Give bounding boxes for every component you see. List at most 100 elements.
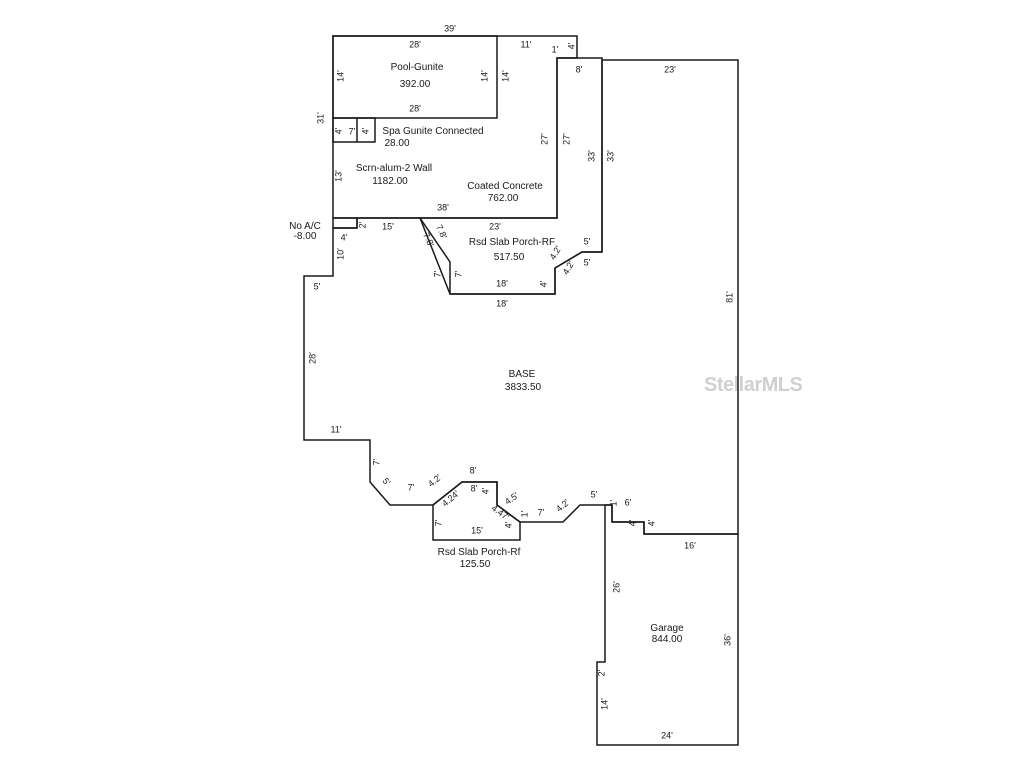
dim-label: 7': [433, 519, 443, 526]
no-ac-outline: [332, 217, 358, 229]
svg-text:Rsd Slab Porch-RF: Rsd Slab Porch-RF: [469, 237, 555, 248]
dim-label: 14': [335, 70, 345, 82]
dim-label: 7.8': [421, 231, 436, 248]
area-label-porch-rf2: Rsd Slab Porch-Rf 125.50: [438, 547, 521, 570]
dim-label: 1': [519, 510, 529, 517]
dim-label: 4': [333, 127, 343, 134]
dim-label: 4': [360, 127, 370, 134]
dim-label: 5': [584, 236, 591, 246]
dim-label: 4': [627, 519, 637, 526]
dim-label: 27': [561, 133, 571, 145]
area-label-garage: Garage 844.00: [650, 623, 684, 645]
dim-label: 81': [724, 291, 734, 303]
garage-outline: [596, 504, 739, 746]
svg-text:BASE: BASE: [509, 369, 536, 380]
svg-text:3833.50: 3833.50: [505, 382, 542, 393]
svg-text:Coated Concrete: Coated Concrete: [467, 181, 543, 192]
dim-label: 1': [608, 499, 618, 506]
dim-label: 7': [538, 507, 545, 517]
dim-label: 5': [314, 281, 321, 291]
svg-text:Spa Gunite Connected: Spa Gunite Connected: [382, 126, 483, 137]
dim-label: 5': [584, 257, 591, 267]
dim-label: 4': [341, 232, 348, 242]
dim-label: 6': [625, 497, 632, 507]
dim-label: 18': [496, 278, 508, 288]
dim-label: 26': [611, 581, 621, 593]
dim-label: 13': [333, 170, 343, 182]
area-label-no-ac: No A/C -8.00: [289, 221, 321, 242]
dim-label: 11': [520, 39, 531, 49]
dim-label: 4': [566, 42, 576, 49]
spa-outline: [332, 117, 376, 143]
dim-label: 15': [382, 221, 394, 231]
dim-label: 5': [591, 489, 598, 499]
svg-text:Garage: Garage: [650, 623, 684, 634]
dim-label: 4.2': [426, 472, 444, 489]
svg-text:Scrn-alum-2 Wall: Scrn-alum-2 Wall: [356, 163, 432, 174]
dim-label: 28': [409, 39, 421, 49]
dim-label: 2': [357, 221, 367, 228]
area-label-porch-rf: Rsd Slab Porch-RF 517.50: [469, 237, 555, 263]
dim-label: 33': [586, 150, 596, 162]
dim-label: 4.2': [554, 497, 572, 514]
dim-label: 4': [538, 280, 548, 287]
dim-label: 8': [576, 64, 583, 74]
svg-text:392.00: 392.00: [400, 79, 431, 90]
area-label-base: BASE 3833.50: [505, 369, 542, 393]
svg-text:762.00: 762.00: [488, 193, 519, 204]
dim-label: 39': [444, 23, 456, 33]
dim-label: 5': [380, 476, 392, 488]
dim-label: 7.8': [434, 223, 449, 240]
svg-text:1182.00: 1182.00: [372, 176, 408, 187]
pool-outline: [332, 35, 498, 119]
area-label-coated: Coated Concrete 762.00: [467, 181, 543, 204]
dim-label: 14': [599, 698, 609, 710]
dim-label: 24': [661, 730, 673, 740]
dim-label: 1': [552, 44, 559, 54]
dim-label: 11': [330, 424, 341, 434]
dim-label: 4.2': [561, 259, 577, 277]
watermark-logo: StellarMLS: [704, 374, 803, 396]
dim-label: 8': [471, 483, 478, 493]
dim-label: 4.5': [503, 490, 521, 507]
dim-label: 38': [437, 202, 449, 212]
dim-label: 7': [453, 270, 463, 277]
dim-label: 4.24': [440, 488, 461, 508]
svg-text:28.00: 28.00: [384, 138, 409, 149]
dim-label: 16': [684, 540, 696, 550]
area-label-pool: Pool-Gunite 392.00: [391, 62, 444, 90]
dim-label: 10': [335, 248, 345, 260]
dim-label: 7': [349, 126, 356, 136]
dim-label: 7': [432, 270, 442, 277]
dim-label: 23': [489, 221, 501, 231]
dim-label: 4': [503, 521, 513, 528]
svg-text:517.50: 517.50: [494, 252, 525, 263]
dim-label: 7': [408, 482, 415, 492]
dim-label: 4': [480, 487, 490, 494]
dim-label: 28': [409, 103, 421, 113]
dim-label: 36': [722, 634, 732, 646]
porch-rf-outline: [418, 57, 603, 295]
svg-text:Pool-Gunite: Pool-Gunite: [391, 62, 444, 73]
svg-text:-8.00: -8.00: [294, 231, 317, 242]
dim-label: 23': [664, 64, 676, 74]
dim-label: 7': [371, 458, 381, 465]
dimension-labels: 39' 28' 11' 1' 4' 14' 14' 14' 28' 31' 4'…: [307, 23, 734, 740]
dim-label: 28': [307, 352, 317, 364]
svg-text:844.00: 844.00: [652, 634, 683, 645]
porch-rf2-outline: [432, 481, 521, 541]
dim-label: 8': [470, 465, 477, 475]
dim-label: 31': [315, 112, 325, 124]
dim-label: 14': [500, 70, 510, 82]
dim-label: 14': [479, 70, 489, 82]
area-label-spa: Spa Gunite Connected 28.00: [382, 126, 483, 149]
svg-text:No A/C: No A/C: [289, 221, 321, 232]
svg-text:Rsd Slab Porch-Rf: Rsd Slab Porch-Rf: [438, 547, 521, 558]
svg-text:125.50: 125.50: [460, 559, 491, 570]
dim-label: 2': [596, 669, 606, 676]
area-label-screen: Scrn-alum-2 Wall 1182.00: [356, 163, 432, 187]
dim-label: 4': [646, 519, 656, 526]
dim-label: 18': [496, 298, 508, 308]
dim-label: 15': [471, 525, 483, 535]
